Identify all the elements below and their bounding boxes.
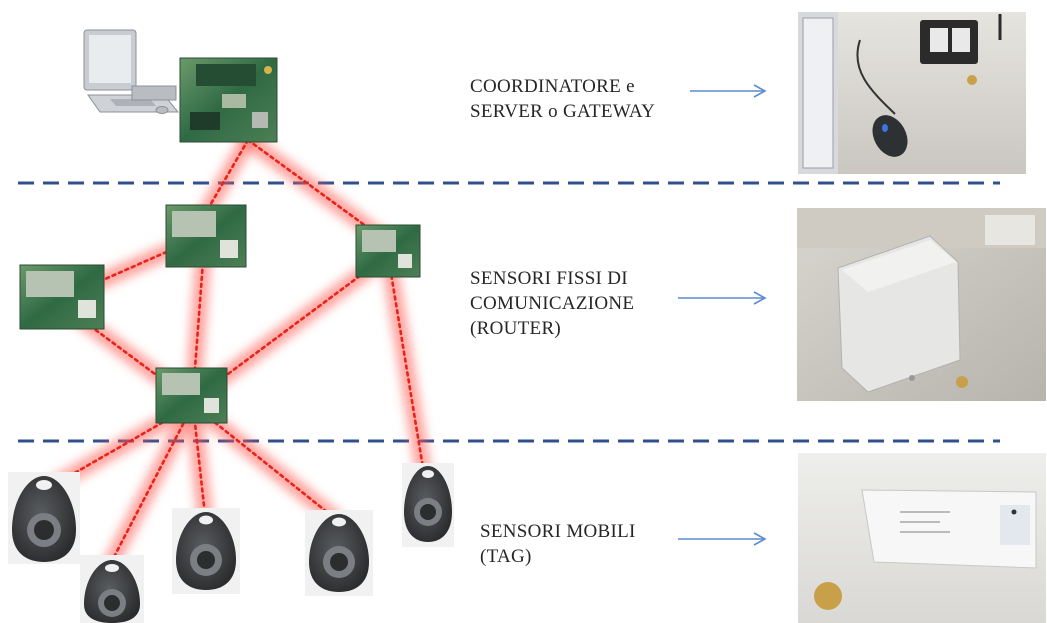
arrow-tag — [678, 532, 767, 546]
computer-icon — [83, 29, 180, 114]
arrow-router — [678, 291, 767, 305]
tag-sensor-4 — [305, 510, 373, 596]
label-tag: SENSORI MOBILI (TAG) — [480, 519, 636, 569]
router-board-b — [355, 224, 421, 278]
tag-sensor-5 — [402, 463, 454, 547]
link-router-d-tag-4 — [191, 403, 339, 522]
label-tag-line-2: (TAG) — [480, 546, 532, 567]
router-board-c — [19, 264, 105, 330]
link-coordinator-router-a — [203, 138, 250, 216]
label-coordinator-line-1: COORDINATORE e — [470, 76, 635, 97]
label-router-line-1: SENSORI FISSI DI — [470, 268, 628, 289]
link-router-d-tag-2 — [100, 403, 195, 582]
label-tag-line-1: SENSORI MOBILI — [480, 521, 636, 542]
arrow-coordinator — [690, 84, 767, 98]
label-router-line-3: (ROUTER) — [470, 318, 562, 339]
link-router-b-tag-5 — [386, 253, 427, 482]
label-router: SENSORI FISSI DI COMUNICAZIONE (ROUTER) — [470, 266, 634, 341]
tag-photo — [798, 453, 1046, 623]
router-photo — [797, 208, 1046, 401]
coordinator-photo — [798, 12, 1026, 174]
tag-sensor-2 — [80, 555, 144, 623]
label-router-line-2: COMUNICAZIONE — [470, 293, 635, 314]
link-router-d-tag-3 — [191, 403, 207, 517]
tag-sensor-3 — [172, 508, 240, 594]
tag-sensor-1 — [8, 472, 80, 564]
router-board-a — [165, 204, 247, 268]
label-coordinator: COORDINATORE e SERVER o GATEWAY — [470, 74, 655, 124]
coordinator-board-photo — [179, 57, 278, 143]
label-coordinator-line-2: SERVER o GATEWAY — [470, 101, 656, 122]
router-board-d — [155, 367, 228, 424]
link-coordinator-router-b — [246, 138, 387, 242]
